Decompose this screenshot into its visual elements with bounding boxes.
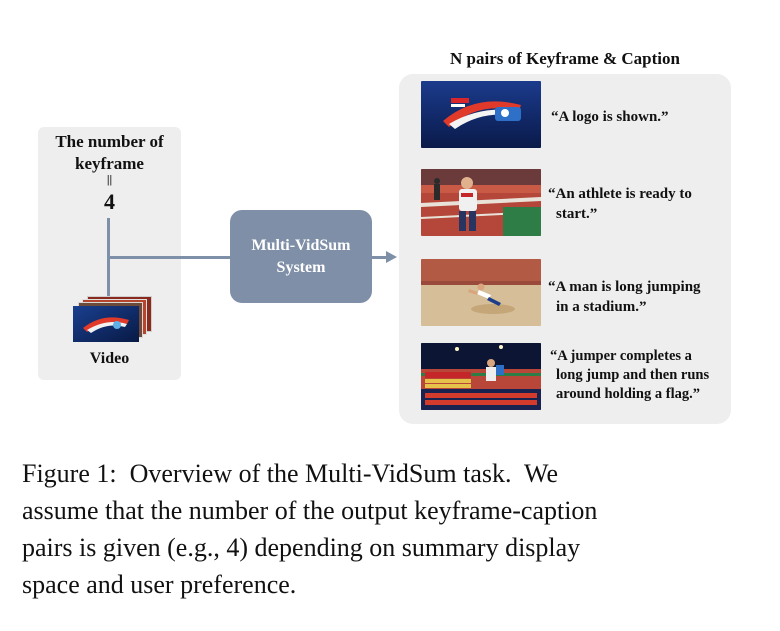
pair4-caption: “A jumper completes a long jump and then… [550,347,730,404]
keyframe-count-label-line2: keyframe [75,154,144,173]
video-label: Video [89,350,130,367]
keyframe-count-value: 4 [104,189,115,214]
keyframe-count-label-line1: The number of [55,132,164,151]
long-jump-thumbnail-icon [421,259,541,326]
video-frame-front-icon [73,306,139,342]
figure-caption-line3: pairs is given (e.g., 4) depending on su… [22,533,581,562]
pair3-caption-line2: in a stadium.” [556,299,647,315]
figure-caption: Figure 1: Overview of the Multi-VidSum t… [22,455,760,603]
figure-caption-line1: Figure 1: Overview of the Multi-VidSum t… [22,459,559,488]
horizontal-connector [107,256,230,259]
scoreboard-thumbnail-icon [421,343,541,410]
pair2-caption-line1: “An athlete is ready to [548,186,692,202]
sports-logo-thumbnail-icon [421,81,541,148]
figure-caption-line2: assume that the number of the output key… [22,496,598,525]
pair2-caption: “An athlete is ready to start.” [548,184,728,224]
system-label-line2: System [276,258,326,276]
pair1-caption-line: “A logo is shown.” [551,109,669,125]
pair4-caption-line2: long jump and then runs [556,367,710,383]
pair3-caption: “A man is long jumping in a stadium.” [548,277,728,317]
video-stack-icon [73,296,153,346]
pair4-caption-line3: around holding a flag.” [556,386,700,402]
athlete-running-thumbnail-icon [421,169,541,236]
pair2-caption-line2: start.” [556,206,598,222]
system-label-line1: Multi-VidSum [251,236,351,254]
keyframe-count-label: The number of keyframe [38,131,181,175]
pair4-caption-line1: “A jumper completes a [550,348,692,364]
figure-caption-line4: space and user preference. [22,570,297,599]
output-title: N pairs of Keyframe & Caption [450,49,680,68]
equals-mark: || [106,172,113,186]
pair1-caption: “A logo is shown.” [551,107,726,127]
arrow-right-icon [386,251,397,263]
output-arrow-line [372,256,388,259]
pair3-caption-line1: “A man is long jumping [548,279,701,295]
multi-vidsum-system-box: Multi-VidSum System [230,210,372,303]
